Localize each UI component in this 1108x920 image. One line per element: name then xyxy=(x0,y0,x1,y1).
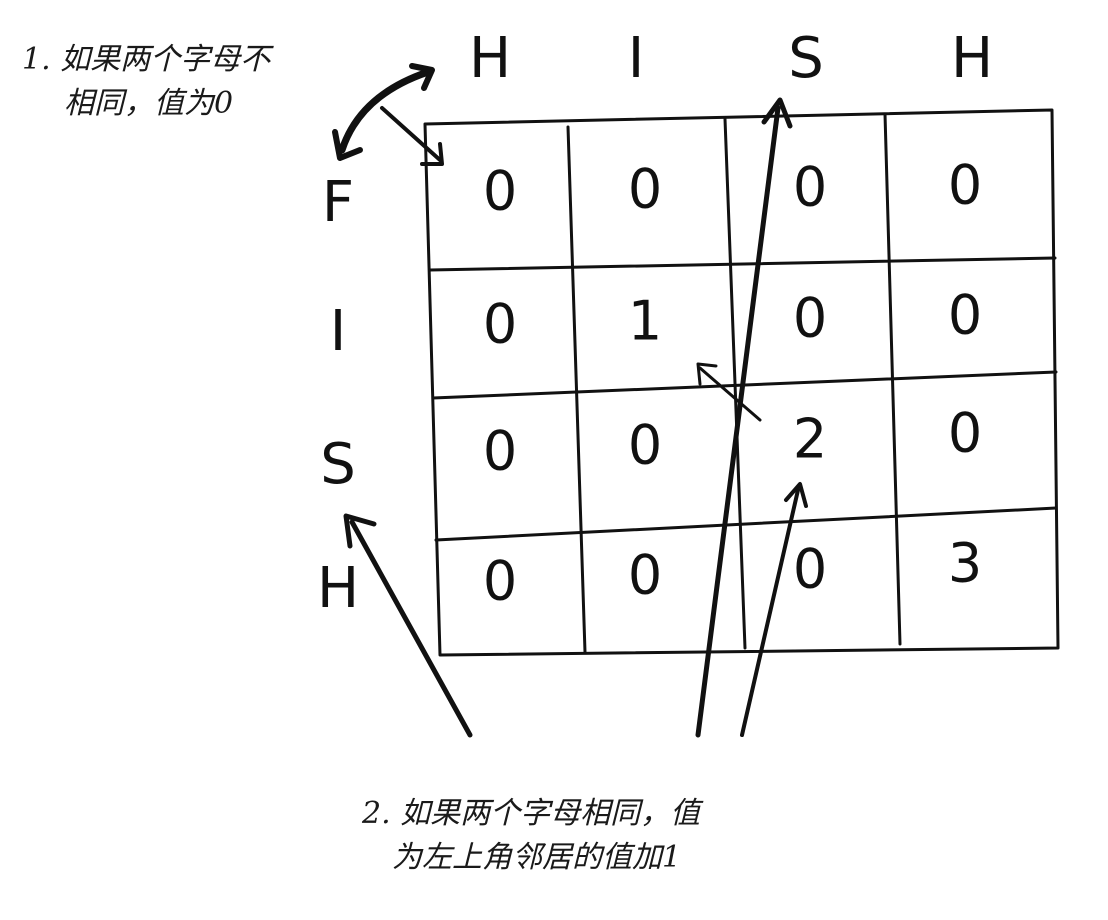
grid-col-line-1 xyxy=(566,125,587,654)
diagonal-arrow-2-to-1 xyxy=(698,366,762,422)
note-rule-1-line-1: 1. 如果两个字母不 xyxy=(22,42,271,77)
annotation-arrows xyxy=(332,63,808,738)
grid-row-line-1 xyxy=(428,256,1057,272)
left-letter-4: H xyxy=(317,556,359,621)
cell-r4-c3: 0 xyxy=(793,538,827,601)
top-letter-3: S xyxy=(788,26,824,91)
cell-r3-c4: 0 xyxy=(948,402,982,465)
cell-r1-c1: 0 xyxy=(483,160,517,223)
rule-2-arrow-to-cell-2 xyxy=(740,488,800,737)
cell-r2-c4: 0 xyxy=(948,284,982,347)
cell-r2-c3: 0 xyxy=(793,287,827,350)
cell-r1-c4: 0 xyxy=(948,154,982,217)
left-letter-1: F xyxy=(322,170,354,235)
cell-r3-c3: 2 xyxy=(793,408,827,471)
cell-r3-c2: 0 xyxy=(628,414,662,477)
cell-r2-c1: 0 xyxy=(483,293,517,356)
rule-2-arrow-to-left-s-head xyxy=(343,513,377,549)
top-letter-1: H xyxy=(469,26,511,91)
grid-col-line-2 xyxy=(723,117,747,650)
grid-lines xyxy=(423,108,1060,657)
rule-1-diagonal-arrow-head xyxy=(420,142,444,166)
note-rule-1-line-2: 相同，值为0 xyxy=(64,86,234,121)
note-rule-same-letters: 2. 如果两个字母相同，值 为左上角邻居的值加1 xyxy=(362,792,700,880)
cell-r4-c4: 3 xyxy=(948,532,982,595)
top-letter-2: I xyxy=(628,26,645,91)
note-rule-2-line-2: 为左上角邻居的值加1 xyxy=(392,840,682,875)
rule-1-curved-arrow-head-top xyxy=(409,63,435,91)
left-letter-column: FI SH xyxy=(317,170,359,621)
grid-col-line-3 xyxy=(883,112,902,646)
rule-2-arrow-to-top-s xyxy=(695,105,781,738)
rule-1-curved-arrow-head-bottom xyxy=(332,129,363,161)
grid-border xyxy=(423,108,1060,657)
rule-2-arrow-to-top-s-head xyxy=(761,97,793,129)
note-rule-2-line-1: 2. 如果两个字母相同，值 xyxy=(362,796,701,831)
cell-r4-c1: 0 xyxy=(483,550,517,613)
left-letter-2: I xyxy=(330,299,347,364)
cell-r1-c2: 0 xyxy=(628,158,662,221)
note-rule-different-letters: 1. 如果两个字母不 相同，值为0 xyxy=(22,38,270,126)
rule-1-curved-arrow xyxy=(338,68,432,154)
diagonal-arrow-2-to-1-head xyxy=(696,362,718,386)
cell-r1-c3: 0 xyxy=(793,156,827,219)
rule-2-arrow-to-cell-2-head xyxy=(784,482,808,508)
left-letter-3: S xyxy=(320,432,356,497)
grid-cells: 0 0 0 0 0 1 0 0 0 0 2 0 0 0 0 3 xyxy=(483,154,982,613)
rule-2-arrow-to-left-s xyxy=(349,519,473,738)
rule-1-diagonal-arrow xyxy=(380,106,442,162)
cell-r2-c2: 1 xyxy=(628,290,662,353)
cell-r4-c2: 0 xyxy=(628,544,662,607)
cell-r3-c1: 0 xyxy=(483,420,517,483)
top-letter-4: H xyxy=(951,26,993,91)
grid-row-line-3 xyxy=(434,506,1058,542)
